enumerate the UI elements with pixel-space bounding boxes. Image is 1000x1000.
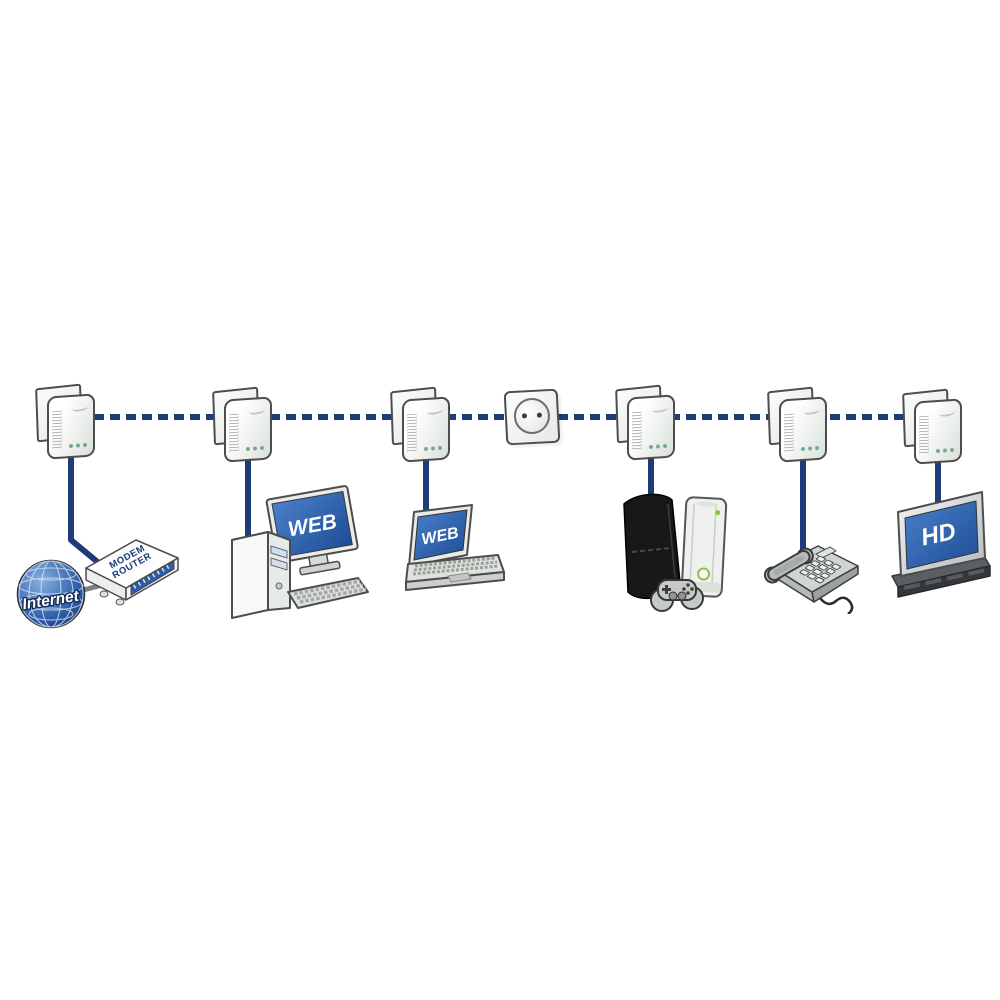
adapter-vents-icon <box>229 413 239 453</box>
adapter-led-icons <box>246 445 264 452</box>
tower-side <box>231 531 269 619</box>
modem-foot <box>99 590 109 598</box>
adapter-logo-icon <box>938 408 956 418</box>
adapter-vents-icon <box>52 410 62 450</box>
adapter-body <box>224 396 272 463</box>
powerline-adapter-1 <box>35 383 96 460</box>
xbox-vent <box>696 501 717 507</box>
powerline-adapter-4 <box>615 384 676 461</box>
pc-tower <box>231 531 291 619</box>
hdtv: HD <box>882 484 998 621</box>
adapter-logo-icon <box>248 406 266 416</box>
adapter-body <box>779 396 827 463</box>
pc-keyboard <box>287 577 369 609</box>
adapter-vents-icon <box>632 411 642 451</box>
tv-screen <box>904 500 979 570</box>
drive-bay <box>270 557 288 571</box>
modem-top-face <box>85 539 179 589</box>
pc-monitor: WEB <box>265 485 359 576</box>
phone-keypad <box>799 555 842 584</box>
power-button <box>275 582 283 590</box>
cable-adapter1-modem <box>68 446 102 567</box>
adapter-logo-icon <box>71 403 89 413</box>
powerline-adapter-2 <box>212 386 273 463</box>
drive-bay <box>270 545 288 559</box>
laptop-keys <box>412 556 500 576</box>
tv-base-detail <box>903 568 987 590</box>
ps3-highlight <box>631 547 671 553</box>
adapter-body <box>402 396 450 463</box>
telephone <box>758 522 868 619</box>
adapter-led-icons <box>424 445 442 452</box>
modem-foot <box>115 598 125 606</box>
wall-outlet <box>503 388 561 446</box>
outlet-hole <box>521 413 528 419</box>
adapter-vents-icon <box>919 415 929 455</box>
adapter-body <box>47 393 95 460</box>
adapter-logo-icon <box>803 406 821 416</box>
desktop-pc: WEB <box>224 484 370 629</box>
monitor-screen <box>271 490 353 558</box>
adapter-body <box>627 394 675 461</box>
adapter-led-icons <box>649 443 667 450</box>
phone-handset <box>763 547 814 584</box>
outlet-hole <box>536 412 543 418</box>
adapter-logo-icon <box>426 406 444 416</box>
phone-cord <box>819 596 854 616</box>
laptop: WEB <box>398 498 512 609</box>
xbox-logo <box>697 567 711 581</box>
game-consoles <box>612 486 740 623</box>
outlet-socket <box>513 397 551 435</box>
adapter-vents-icon <box>784 413 794 453</box>
adapter-led-icons <box>936 447 954 454</box>
adapter-led-icons <box>801 445 819 452</box>
monitor-base <box>299 560 341 576</box>
game-controller <box>650 579 704 612</box>
adapter-body <box>914 398 962 465</box>
tv-base-front <box>897 565 991 598</box>
adapter-vents-icon <box>407 413 417 453</box>
laptop-screen-label: WEB <box>420 525 460 549</box>
internet-globe: Internet <box>14 556 90 639</box>
keyboard-keys <box>293 579 367 604</box>
tower-front <box>267 531 291 611</box>
powerline-adapter-5 <box>767 386 828 463</box>
ps3-disc-slot <box>667 503 676 579</box>
laptop-screen <box>413 509 468 561</box>
adapter-logo-icon <box>651 404 669 414</box>
powerline-adapter-3 <box>390 386 451 463</box>
laptop-touchpad <box>447 572 472 583</box>
adapter-led-icons <box>69 442 87 449</box>
xbox-power-led <box>715 510 721 516</box>
modem-router: MODEM ROUTER <box>78 526 186 615</box>
powerline-adapter-6 <box>902 388 963 465</box>
globe-grid <box>18 560 84 628</box>
